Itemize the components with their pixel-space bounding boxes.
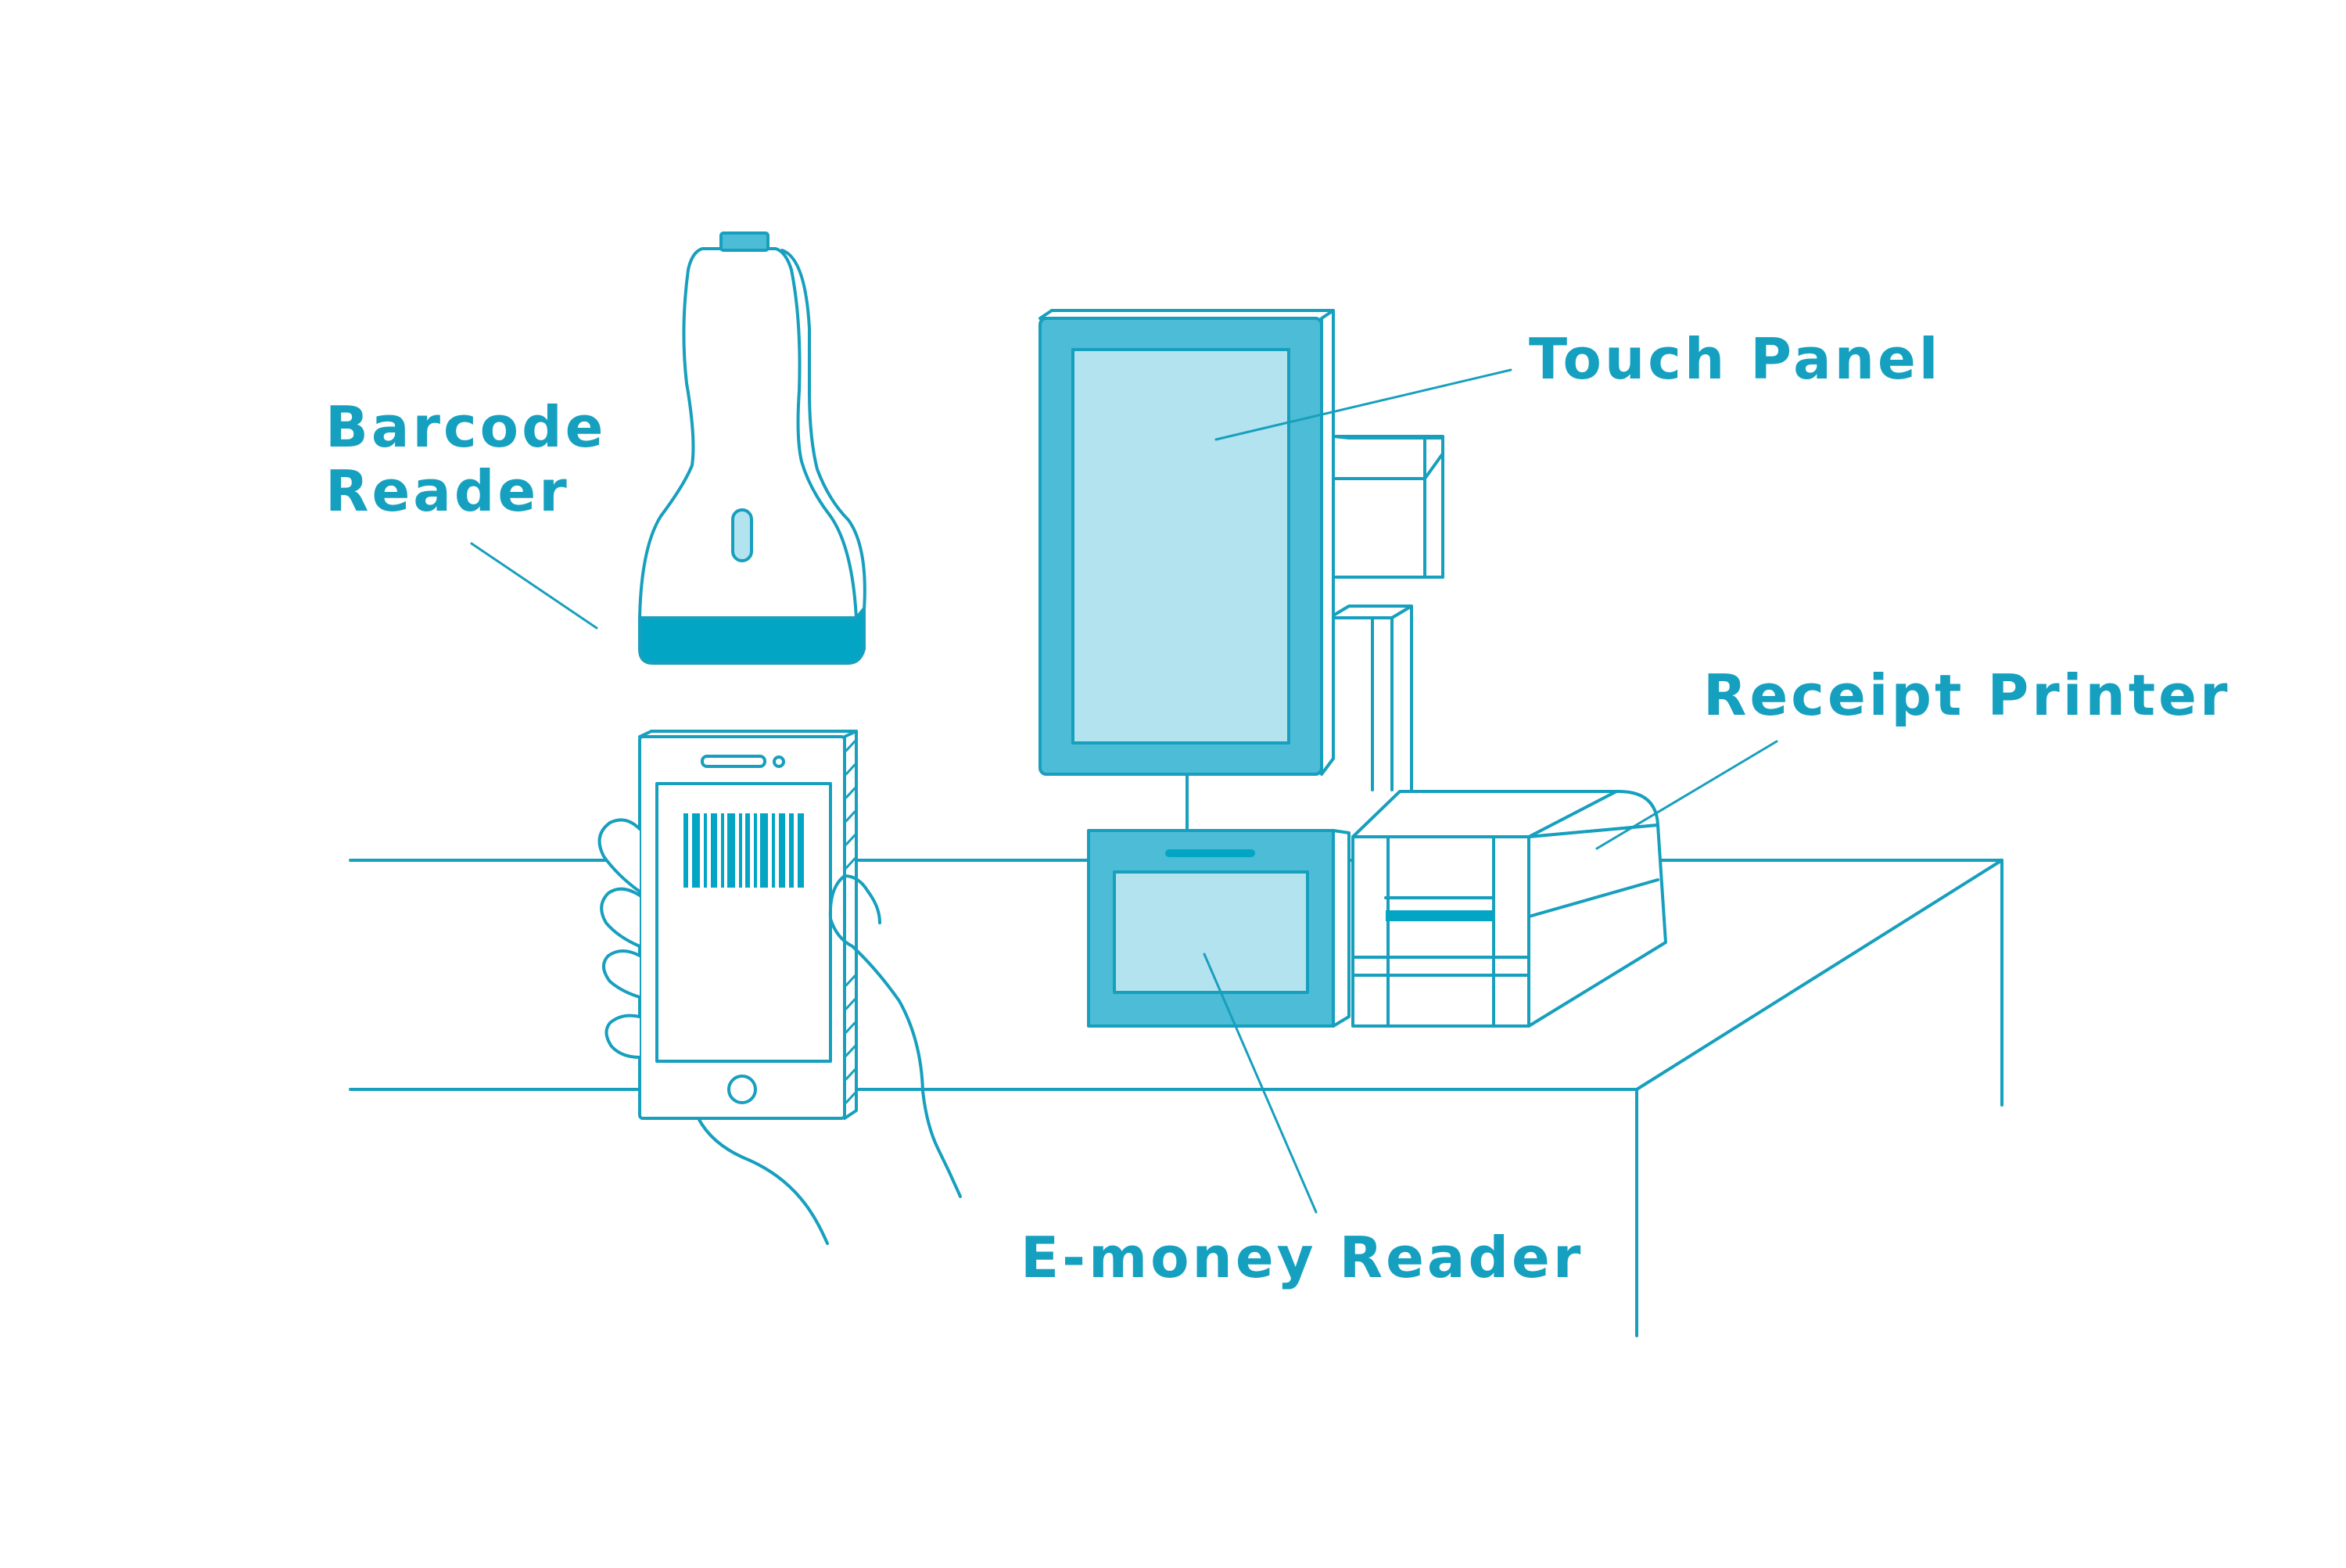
leader-lines	[470, 368, 1778, 1214]
leader-line-barcode-reader	[470, 542, 598, 630]
emoney-reader-icon	[1087, 829, 1351, 1028]
hand-icon	[597, 818, 962, 1245]
leader-line-emoney-reader	[1203, 953, 1318, 1214]
barcode-icon	[683, 813, 804, 888]
label-emoney-reader: E-money Reader	[1021, 1225, 1584, 1290]
smartphone-icon	[638, 730, 858, 1120]
label-receipt-printer: Receipt Printer	[1703, 662, 2231, 728]
label-barcode-reader: Barcode Reader	[325, 395, 607, 523]
label-touch-panel: Touch Panel	[1529, 326, 1942, 392]
leader-line-receipt-printer	[1595, 740, 1778, 850]
barcode-reader-icon	[638, 231, 866, 665]
label-barcode-reader-line2: Reader	[325, 458, 570, 524]
leader-line-touch-panel	[1214, 368, 1512, 441]
receipt-printer-icon	[1351, 790, 1667, 1028]
label-barcode-reader-line1: Barcode	[325, 394, 607, 460]
touch-panel-icon	[1038, 309, 1444, 831]
